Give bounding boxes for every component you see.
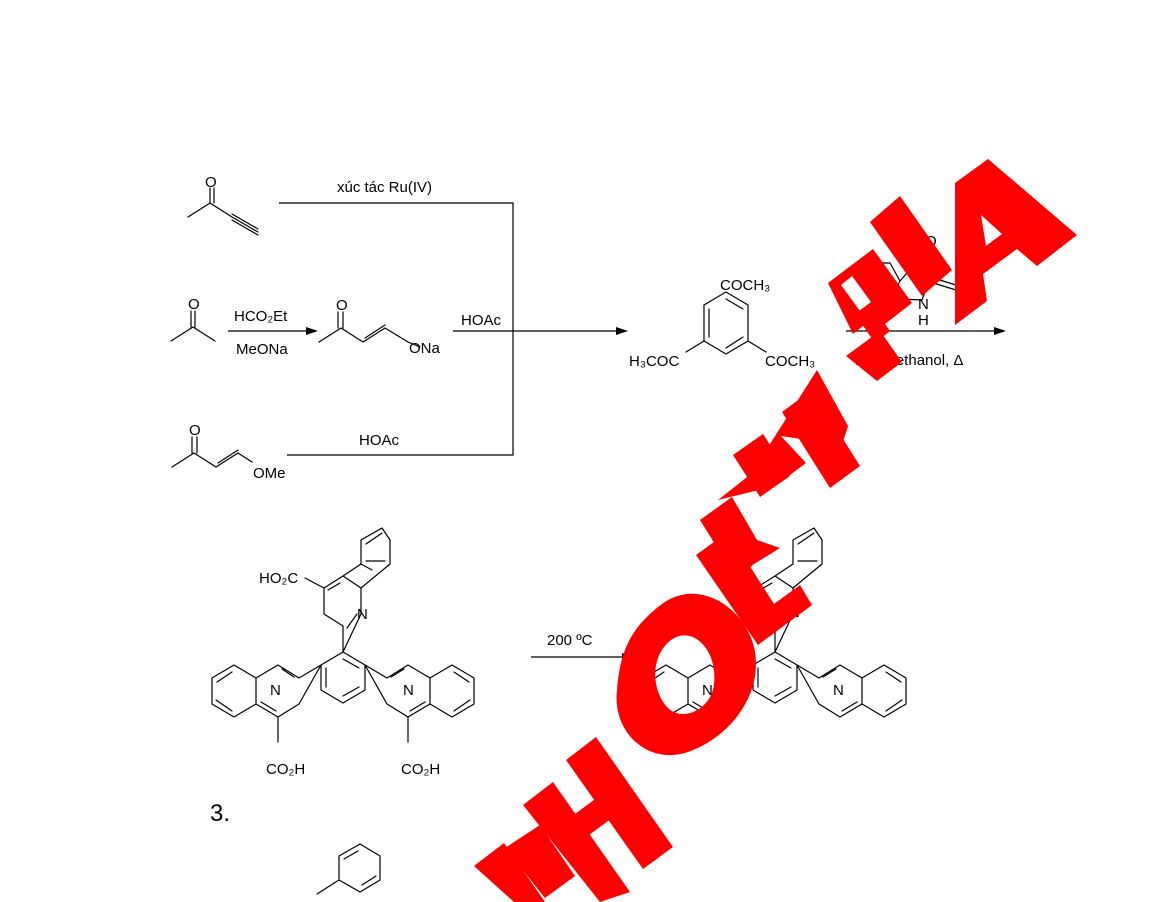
ru-catalyst-label: xúc tác Ru(IV) bbox=[337, 179, 432, 196]
temp-200-label: 200 ºC bbox=[547, 632, 593, 649]
enolate-structure: O ONa bbox=[318, 297, 441, 357]
hoac-top-label: HOAc bbox=[461, 312, 502, 329]
ome-label: OMe bbox=[253, 465, 286, 482]
triacetylbenzene-structure: COCH₃ H₃COC COCH₃ bbox=[629, 277, 815, 370]
section-number: 3. bbox=[210, 800, 230, 827]
ho2c-label: HO₂C bbox=[259, 570, 298, 587]
enolate-o-label: O bbox=[336, 297, 348, 314]
methoxy-o-label: O bbox=[189, 422, 201, 439]
tricarboxylic-acid-structure: HO₂C N N N CO₂H CO₂H bbox=[211, 527, 475, 778]
n1-label: N bbox=[357, 606, 368, 623]
meona-label: MeONa bbox=[236, 341, 288, 358]
ona-label: ONa bbox=[409, 340, 441, 357]
acetyl-right-label: COCH₃ bbox=[765, 353, 815, 370]
acetyl-top-label: COCH₃ bbox=[720, 277, 770, 294]
watermark bbox=[474, 159, 1077, 902]
convergent-arrows bbox=[228, 202, 628, 456]
isatin-h-label: H bbox=[918, 312, 929, 329]
co2h-left-label: CO₂H bbox=[266, 761, 305, 778]
toluene-fragment bbox=[316, 843, 381, 895]
ynone-o-label: O bbox=[205, 174, 217, 191]
hco2et-label: HCO₂Et bbox=[234, 308, 288, 325]
ynone-structure: O bbox=[187, 174, 259, 236]
np3-label: N bbox=[833, 682, 844, 699]
acetyl-left-label: H₃COC bbox=[629, 353, 679, 370]
np2-label: N bbox=[702, 682, 713, 699]
acetone-o-label: O bbox=[188, 296, 200, 313]
hoac-bottom-label: HOAc bbox=[359, 432, 400, 449]
n3-label: N bbox=[403, 682, 414, 699]
acetone-structure: O bbox=[170, 296, 216, 342]
isatin-arrow-head bbox=[994, 327, 1006, 335]
isatin-n-label: N bbox=[918, 296, 929, 313]
co2h-right-label: CO₂H bbox=[401, 761, 440, 778]
n2-label: N bbox=[270, 682, 281, 699]
methoxy-enone-structure: O OMe bbox=[171, 422, 286, 482]
